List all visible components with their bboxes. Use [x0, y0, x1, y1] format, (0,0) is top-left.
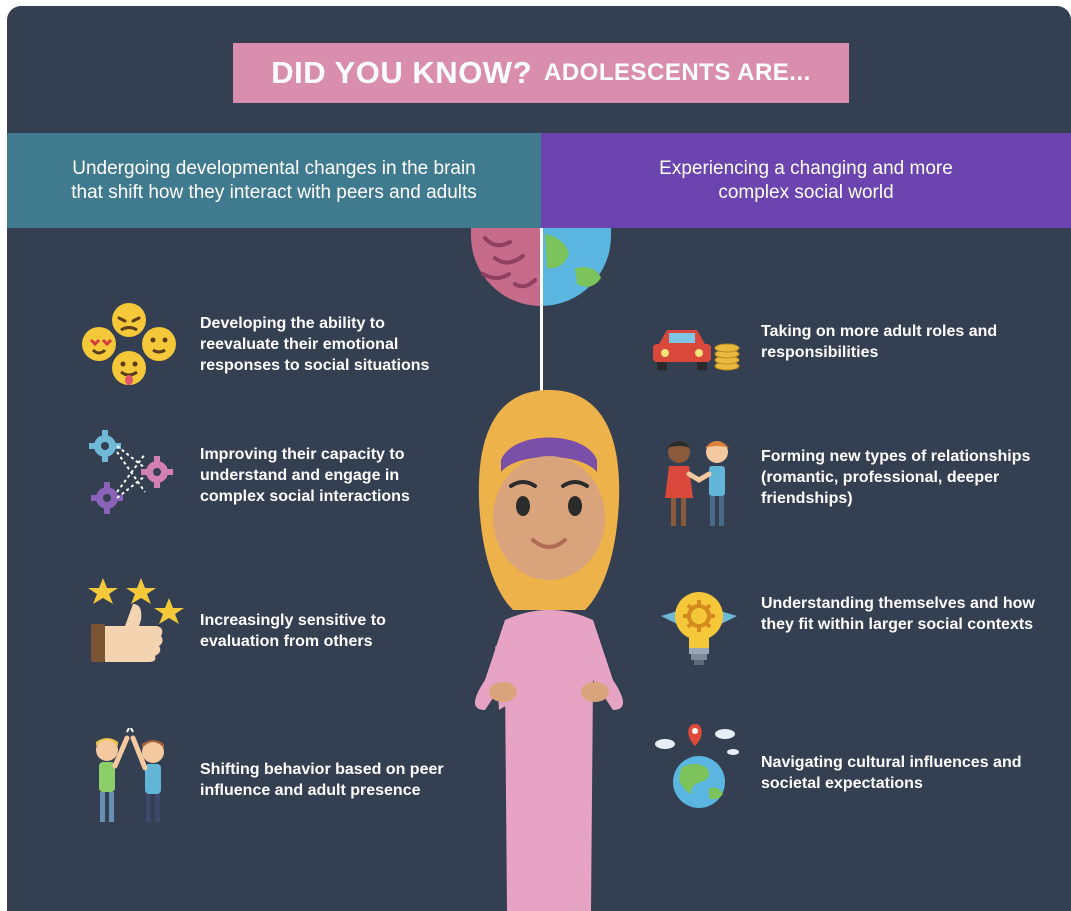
right-header-text: Experiencing a changing and more complex…	[659, 157, 953, 203]
lightbulb-gear-icon	[661, 592, 737, 665]
thumbs-up-stars-icon	[88, 578, 184, 662]
left-item-3-text: Increasingly sensitive to evaluation fro…	[200, 612, 386, 650]
high-five-icon	[96, 728, 164, 822]
left-item-2-text: Improving their capacity to understand a…	[200, 446, 410, 505]
girl-character-icon	[475, 390, 623, 911]
handshake-people-icon	[665, 441, 729, 526]
car-coins-icon	[653, 330, 740, 371]
right-item-3-text: Understanding themselves and how they fi…	[761, 595, 1035, 633]
right-item-4-text: Navigating cultural influences and socie…	[761, 754, 1022, 792]
title-banner: DID YOU KNOW? ADOLESCENTS ARE...	[233, 43, 849, 103]
center-divider-line	[540, 228, 543, 400]
right-header-band: Experiencing a changing and more complex…	[541, 133, 1071, 228]
title-main: DID YOU KNOW?	[271, 55, 532, 90]
left-item-4-text: Shifting behavior based on peer influenc…	[200, 761, 444, 799]
left-header-text: Undergoing developmental changes in the …	[71, 157, 477, 203]
globe-pin-icon	[655, 724, 739, 808]
left-item-1-text: Developing the ability to reevaluate the…	[200, 315, 430, 374]
emoji-faces-icon	[82, 303, 176, 385]
title-sub: ADOLESCENTS ARE...	[544, 59, 811, 86]
infographic-card: DID YOU KNOW? ADOLESCENTS ARE... Undergo…	[7, 6, 1071, 911]
right-item-2-text: Forming new types of relationships (roma…	[761, 448, 1031, 507]
left-header-band: Undergoing developmental changes in the …	[7, 133, 541, 228]
right-item-1-text: Taking on more adult roles and responsib…	[761, 323, 998, 361]
brain-globe-icon	[471, 228, 611, 306]
gears-icon	[89, 430, 173, 514]
